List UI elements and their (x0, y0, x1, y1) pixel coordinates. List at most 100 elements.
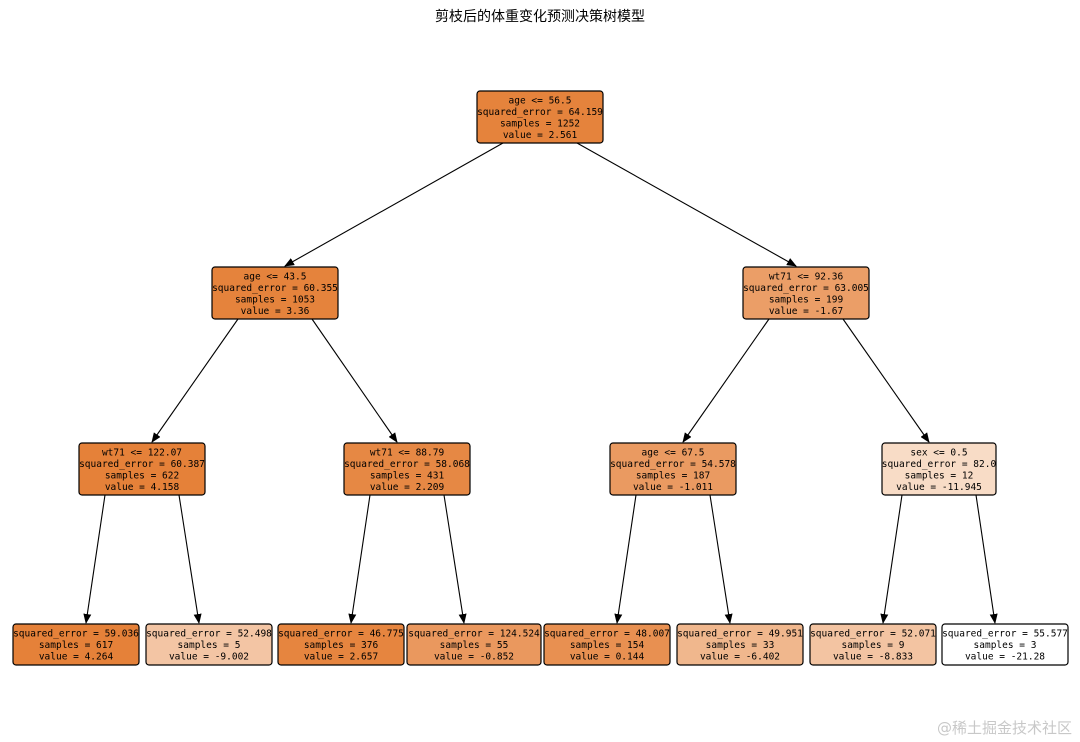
node-text-line: value = -1.011 (633, 482, 713, 493)
node-text-line: samples = 376 (304, 640, 379, 651)
edge-n4-n10 (443, 494, 467, 624)
node-text-line: value = 4.158 (105, 482, 180, 493)
node-text-line: squared_error = 52.498 (146, 629, 272, 640)
node-box (476, 90, 604, 144)
node-text-line: samples = 1053 (235, 294, 315, 305)
node-text-line: squared_error = 49.951 (677, 629, 803, 640)
node-text-line: samples = 5 (178, 640, 241, 651)
node-text-line: value = 2.209 (370, 482, 445, 493)
node-text-line: samples = 1252 (500, 118, 580, 129)
edges-layer (83, 142, 998, 624)
edge-n3-n8 (178, 494, 202, 624)
edge-n1-n4 (311, 318, 398, 443)
edge-n0-n1 (284, 142, 504, 267)
edge-n2-n5 (682, 318, 770, 443)
watermark-text: @稀土掘金技术社区 (937, 719, 1072, 737)
node-text-line: value = 4.264 (39, 652, 114, 663)
edge-n1-n3 (151, 318, 239, 443)
node-box (609, 442, 737, 496)
node-text-line: squared_error = 48.007 (544, 629, 670, 640)
node-text-line: wt71 <= 122.07 (102, 447, 182, 458)
node-text-line: wt71 <= 92.36 (769, 271, 844, 282)
node-text-line: samples = 12 (905, 470, 974, 481)
node-box (343, 442, 471, 496)
node-text-line: squared_error = 59.036 (13, 629, 139, 640)
node-text-line: value = -9.002 (169, 652, 249, 663)
node-text-line: samples = 3 (974, 640, 1037, 651)
node-box (742, 266, 870, 320)
node-text-line: value = -8.833 (833, 652, 913, 663)
diagram-title: 剪枝后的体重变化预测决策树模型 (435, 8, 645, 25)
node-text-line: samples = 199 (769, 294, 844, 305)
node-text-line: squared_error = 63.005 (743, 283, 869, 294)
edge-n2-n6 (842, 318, 930, 443)
node-text-line: squared_error = 64.159 (477, 107, 603, 118)
node-box (145, 623, 273, 666)
node-text-line: squared_error = 58.068 (344, 459, 470, 470)
edge-n3-n7 (83, 494, 106, 624)
node-text-line: value = -1.67 (769, 306, 843, 317)
node-box (881, 442, 997, 496)
node-text-line: samples = 622 (105, 470, 179, 481)
node-text-line: value = -21.28 (965, 652, 1045, 663)
node-text-line: squared_error = 55.577 (942, 629, 1068, 640)
node-box (406, 623, 542, 666)
node-box (941, 623, 1069, 666)
node-text-line: squared_error = 60.387 (79, 459, 205, 470)
node-text-line: squared_error = 52.071 (810, 629, 936, 640)
node-text-line: samples = 617 (39, 640, 113, 651)
node-text-line: samples = 33 (706, 640, 775, 651)
node-text-line: value = -0.852 (434, 652, 514, 663)
node-text-line: samples = 55 (440, 640, 509, 651)
edge-n4-n9 (348, 494, 371, 624)
node-text-line: samples = 187 (636, 470, 710, 481)
node-text-line: value = 0.144 (570, 652, 645, 663)
node-text-line: squared_error = 124.524 (408, 629, 540, 640)
node-text-line: squared_error = 54.578 (610, 459, 736, 470)
node-box (12, 623, 140, 666)
node-box (78, 442, 206, 496)
node-text-line: value = -6.402 (700, 652, 780, 663)
edge-n6-n14 (975, 494, 998, 624)
node-text-line: squared_error = 60.355 (212, 283, 338, 294)
edge-n5-n12 (709, 494, 733, 624)
node-box (809, 623, 937, 666)
node-text-line: value = 2.657 (304, 652, 378, 663)
edge-n5-n11 (614, 494, 637, 624)
edge-n6-n13 (880, 494, 903, 624)
node-text-line: age <= 67.5 (642, 447, 705, 458)
edge-n0-n2 (576, 142, 797, 267)
node-text-line: value = 2.561 (503, 130, 578, 141)
node-text-line: value = -11.945 (896, 482, 982, 493)
node-text-line: squared_error = 82.0 (882, 459, 997, 470)
node-box (543, 623, 671, 666)
node-box (676, 623, 804, 666)
node-text-line: age <= 43.5 (244, 271, 307, 282)
node-box (277, 623, 405, 666)
node-text-line: samples = 431 (370, 470, 445, 481)
node-text-line: samples = 9 (842, 640, 905, 651)
node-text-line: samples = 154 (570, 640, 645, 651)
node-box (211, 266, 339, 320)
node-text-line: age <= 56.5 (509, 95, 572, 106)
node-text-line: value = 3.36 (241, 306, 310, 317)
node-text-line: sex <= 0.5 (910, 447, 967, 458)
node-text-line: wt71 <= 88.79 (370, 447, 445, 458)
